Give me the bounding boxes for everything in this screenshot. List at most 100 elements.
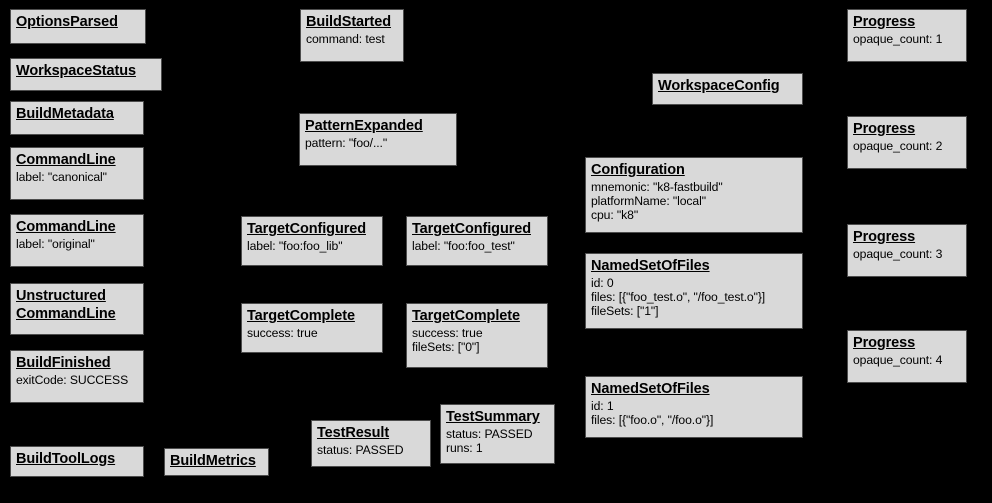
node-build-started[interactable]: BuildStarted command: test bbox=[300, 9, 404, 62]
node-attribute: status: PASSED bbox=[317, 443, 404, 457]
node-attribute: label: "foo:foo_lib" bbox=[247, 239, 343, 253]
node-progress-4[interactable]: Progress opaque_count: 4 bbox=[847, 330, 967, 383]
node-title: BuildMetrics bbox=[170, 453, 256, 469]
node-title-wrap: WorkspaceConfig bbox=[658, 77, 797, 95]
node-attribute-list: opaque_count: 2 bbox=[853, 139, 961, 153]
node-title-wrap: BuildMetadata bbox=[16, 105, 138, 123]
node-attribute: success: true bbox=[412, 326, 483, 340]
node-title: CommandLine bbox=[16, 306, 116, 322]
node-title: PatternExpanded bbox=[305, 118, 423, 134]
node-title: TargetConfigured bbox=[247, 221, 366, 237]
node-title: WorkspaceConfig bbox=[658, 78, 780, 94]
node-attribute-list: status: PASSED bbox=[317, 443, 425, 457]
node-title-wrap: TestResult bbox=[317, 424, 425, 442]
node-title-wrap: CommandLine bbox=[16, 151, 138, 169]
node-title-wrap: TargetComplete bbox=[412, 307, 542, 325]
node-title-wrap: TargetConfigured bbox=[247, 220, 377, 238]
node-attribute: files: [{"foo_test.o", "/foo_test.o"}] bbox=[591, 290, 766, 304]
node-title-wrap: BuildToolLogs bbox=[16, 450, 138, 468]
node-title: BuildFinished bbox=[16, 355, 111, 371]
node-title: BuildStarted bbox=[306, 14, 392, 30]
node-title-wrap: CommandLine bbox=[16, 218, 138, 236]
node-title: Progress bbox=[853, 14, 916, 30]
node-build-tool-logs[interactable]: BuildToolLogs bbox=[10, 446, 144, 477]
node-build-metadata[interactable]: BuildMetadata bbox=[10, 101, 144, 135]
node-command-line-canonical[interactable]: CommandLine label: "canonical" bbox=[10, 147, 144, 200]
node-title: TargetComplete bbox=[247, 308, 355, 324]
node-pattern-expanded[interactable]: PatternExpanded pattern: "foo/..." bbox=[299, 113, 457, 166]
node-title-wrap: Progress bbox=[853, 13, 961, 31]
node-attribute: opaque_count: 2 bbox=[853, 139, 943, 153]
node-title: CommandLine bbox=[16, 152, 116, 168]
node-attribute: opaque_count: 3 bbox=[853, 247, 943, 261]
node-attribute-list: mnemonic: "k8-fastbuild"platformName: "l… bbox=[591, 180, 797, 222]
node-title-wrap: WorkspaceStatus bbox=[16, 62, 156, 80]
node-attribute-list: label: "canonical" bbox=[16, 170, 138, 184]
node-attribute-list: opaque_count: 4 bbox=[853, 353, 961, 367]
node-attribute: command: test bbox=[306, 32, 385, 46]
node-title: NamedSetOfFiles bbox=[591, 381, 710, 397]
node-title-wrap: Progress bbox=[853, 228, 961, 246]
node-attribute: mnemonic: "k8-fastbuild" bbox=[591, 180, 723, 194]
node-attribute: fileSets: ["0"] bbox=[412, 340, 480, 354]
node-attribute: runs: 1 bbox=[446, 441, 483, 455]
node-attribute: fileSets: ["1"] bbox=[591, 304, 659, 318]
node-workspace-config[interactable]: WorkspaceConfig bbox=[652, 73, 803, 105]
node-attribute-list: label: "original" bbox=[16, 237, 138, 251]
node-progress-1[interactable]: Progress opaque_count: 1 bbox=[847, 9, 967, 62]
node-workspace-status[interactable]: WorkspaceStatus bbox=[10, 58, 162, 91]
node-build-finished[interactable]: BuildFinished exitCode: SUCCESS bbox=[10, 350, 144, 403]
node-title-wrap: NamedSetOfFiles bbox=[591, 380, 797, 398]
node-attribute: label: "foo:foo_test" bbox=[412, 239, 515, 253]
node-title: Configuration bbox=[591, 162, 685, 178]
node-title: Progress bbox=[853, 335, 916, 351]
node-target-configured-lib[interactable]: TargetConfigured label: "foo:foo_lib" bbox=[241, 216, 383, 266]
node-attribute-list: success: true bbox=[247, 326, 377, 340]
node-target-complete-lib[interactable]: TargetComplete success: true bbox=[241, 303, 383, 353]
node-title: WorkspaceStatus bbox=[16, 63, 136, 79]
node-attribute-list: label: "foo:foo_test" bbox=[412, 239, 542, 253]
node-title-wrap: TestSummary bbox=[446, 408, 549, 426]
node-attribute: id: 0 bbox=[591, 276, 614, 290]
node-title: BuildMetadata bbox=[16, 106, 114, 122]
node-attribute: pattern: "foo/..." bbox=[305, 136, 388, 150]
node-attribute-list: label: "foo:foo_lib" bbox=[247, 239, 377, 253]
node-options-parsed[interactable]: OptionsParsed bbox=[10, 9, 146, 44]
node-attribute-list: exitCode: SUCCESS bbox=[16, 373, 138, 387]
node-attribute: label: "original" bbox=[16, 237, 95, 251]
node-title: TestSummary bbox=[446, 409, 540, 425]
node-title-wrap: PatternExpanded bbox=[305, 117, 451, 135]
node-attribute-list: pattern: "foo/..." bbox=[305, 136, 451, 150]
node-title-wrap: Progress bbox=[853, 334, 961, 352]
node-title-wrap: TargetComplete bbox=[247, 307, 377, 325]
node-attribute: cpu: "k8" bbox=[591, 208, 639, 222]
node-title-wrap: BuildMetrics bbox=[170, 452, 263, 470]
node-attribute: id: 1 bbox=[591, 399, 614, 413]
node-title: NamedSetOfFiles bbox=[591, 258, 710, 274]
node-title: TargetComplete bbox=[412, 308, 520, 324]
node-attribute: platformName: "local" bbox=[591, 194, 706, 208]
node-title-wrap: TargetConfigured bbox=[412, 220, 542, 238]
node-title: CommandLine bbox=[16, 219, 116, 235]
node-configuration[interactable]: Configuration mnemonic: "k8-fastbuild"pla… bbox=[585, 157, 803, 233]
node-attribute-list: opaque_count: 1 bbox=[853, 32, 961, 46]
node-title: BuildToolLogs bbox=[16, 451, 116, 467]
node-attribute: status: PASSED bbox=[446, 427, 533, 441]
node-build-metrics[interactable]: BuildMetrics bbox=[164, 448, 269, 476]
node-title: Unstructured bbox=[16, 288, 106, 304]
node-command-line-original[interactable]: CommandLine label: "original" bbox=[10, 214, 144, 267]
